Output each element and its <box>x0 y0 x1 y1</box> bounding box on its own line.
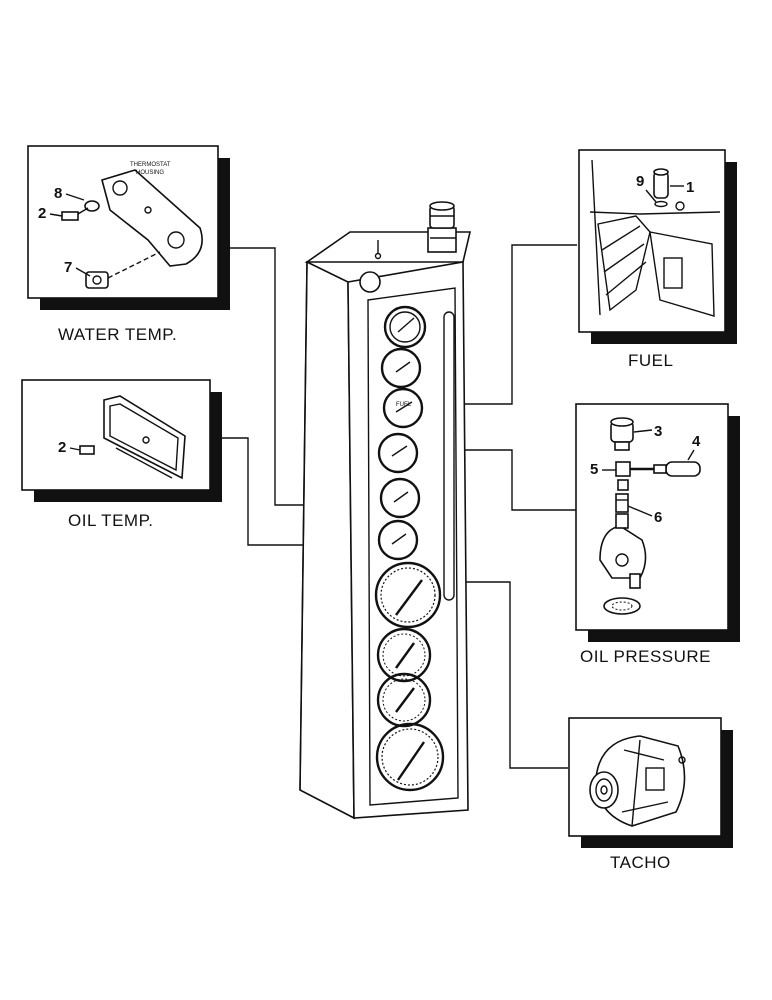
gauge-1 <box>383 305 427 349</box>
gauge-9 <box>376 672 432 728</box>
callout-2: 2 <box>38 205 46 222</box>
caption-water-temp: WATER TEMP. <box>58 325 177 344</box>
oil-filter-head-icon <box>599 513 647 615</box>
sender-7-icon <box>85 251 161 289</box>
callout-7: 7 <box>64 259 72 276</box>
gauge-water-temp <box>379 477 421 519</box>
panel-fuel: 9 1 FUEL <box>578 149 737 370</box>
warning-beacon-icon <box>427 201 457 253</box>
gauge-10 <box>375 722 445 792</box>
callout-1: 1 <box>686 179 694 196</box>
gauge-fuel: FUEL <box>382 387 424 429</box>
gauge-8 <box>376 627 432 683</box>
column-front-face <box>347 261 469 819</box>
gauge-2 <box>380 347 422 389</box>
sender-2-icon <box>61 211 79 221</box>
caption-oil-pressure: OIL PRESSURE <box>580 647 711 666</box>
panel-tacho: TACHO <box>568 717 733 872</box>
pressure-switch-icon <box>610 417 634 451</box>
panel-oil-pressure: 3 4 5 6 OIL PRESSURE <box>575 403 740 666</box>
caption-fuel: FUEL <box>628 351 673 370</box>
gauge-tacho <box>374 561 442 629</box>
adaptor-icon <box>615 493 629 513</box>
connector-fuel <box>424 244 577 405</box>
callout-6: 6 <box>654 509 662 526</box>
fuel-sender-icon <box>653 168 669 208</box>
oil-temp-sender-icon <box>79 445 95 455</box>
callout-5: 5 <box>590 461 598 478</box>
oil-pan-icon <box>103 395 186 480</box>
caption-tacho: TACHO <box>610 853 671 872</box>
panel-oil-temp: 2 OIL TEMP. <box>21 379 222 530</box>
callout-oil-temp-2: 2 <box>58 439 66 456</box>
housing-label-1: THERMOSTAT <box>130 162 171 168</box>
tee-fitting-icon <box>615 461 654 491</box>
column-slot <box>443 311 455 601</box>
callout-9: 9 <box>636 173 644 190</box>
column-switch-icon <box>359 271 381 293</box>
callout-4: 4 <box>692 433 701 450</box>
gauge-oil-temp <box>377 519 419 561</box>
callout-3: 3 <box>654 423 662 440</box>
caption-oil-temp: OIL TEMP. <box>68 511 153 530</box>
instrument-column: FUEL <box>299 201 472 820</box>
panel-water-temp: THERMOSTAT HOUSING 8 2 7 WATER TEMP. <box>27 145 230 344</box>
fuel-tank-icon <box>589 159 721 317</box>
housing-label-2: HOUSING <box>136 170 164 176</box>
column-inner-panel <box>367 287 459 806</box>
thermostat-housing-icon <box>101 169 203 267</box>
column-screw-icon <box>374 252 382 260</box>
alternator-icon <box>589 735 686 827</box>
connector-tacho <box>440 581 568 769</box>
pressure-sender-icon <box>653 461 701 477</box>
column-side-face <box>299 260 355 820</box>
gauge-oil-pressure <box>377 432 419 474</box>
svg-text:FUEL: FUEL <box>396 402 412 408</box>
sender-8-icon <box>84 200 100 212</box>
callout-8: 8 <box>54 185 62 202</box>
